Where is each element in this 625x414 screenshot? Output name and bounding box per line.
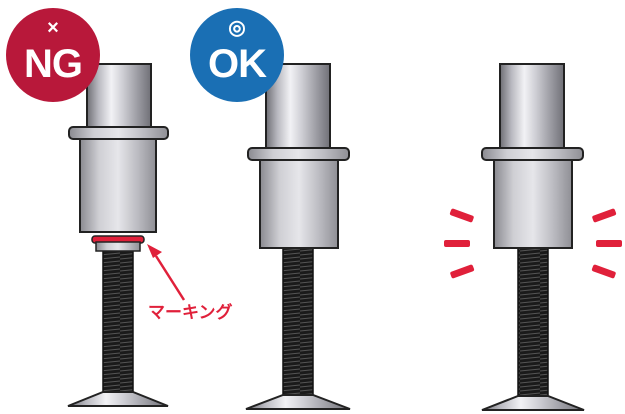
washer	[95, 241, 141, 252]
sleeve-collar	[68, 126, 169, 140]
ng-badge: × NG	[6, 8, 100, 102]
sleeve-collar	[481, 147, 584, 161]
bolt-thread	[282, 246, 314, 396]
marking-label: マーキング	[148, 303, 233, 323]
nut	[86, 63, 152, 128]
warning-dash-left-mid	[444, 240, 470, 247]
nut	[499, 63, 565, 149]
fastener-ok	[245, 63, 351, 410]
arrow-shaft	[154, 255, 186, 301]
marking-arrow	[147, 244, 186, 301]
warning-dash-left-top	[449, 208, 474, 223]
sleeve-body	[493, 158, 573, 249]
bolt-thread	[102, 245, 134, 393]
ok-badge: ◎ OK	[190, 8, 284, 102]
ng-label: NG	[24, 42, 83, 86]
bolt-head	[67, 391, 169, 407]
bolt-head	[245, 394, 351, 410]
warning-dash-right-mid	[596, 240, 622, 247]
bolt-head	[481, 395, 585, 411]
sleeve-collar	[247, 147, 350, 161]
double-circle-icon: ◎	[228, 17, 246, 39]
warning-dash-left-bottom	[450, 264, 475, 279]
fastener-loose	[481, 63, 585, 411]
fastener-ng	[67, 63, 169, 407]
bolt-thread	[517, 247, 549, 397]
sleeve-body	[79, 136, 157, 233]
warning-marks	[444, 208, 622, 279]
arrow-head	[147, 244, 162, 258]
ok-label: OK	[208, 42, 267, 86]
cross-icon: ×	[47, 17, 59, 39]
warning-dash-right-bottom	[591, 264, 616, 279]
warning-dash-right-top	[592, 208, 617, 223]
sleeve-body	[259, 158, 339, 249]
